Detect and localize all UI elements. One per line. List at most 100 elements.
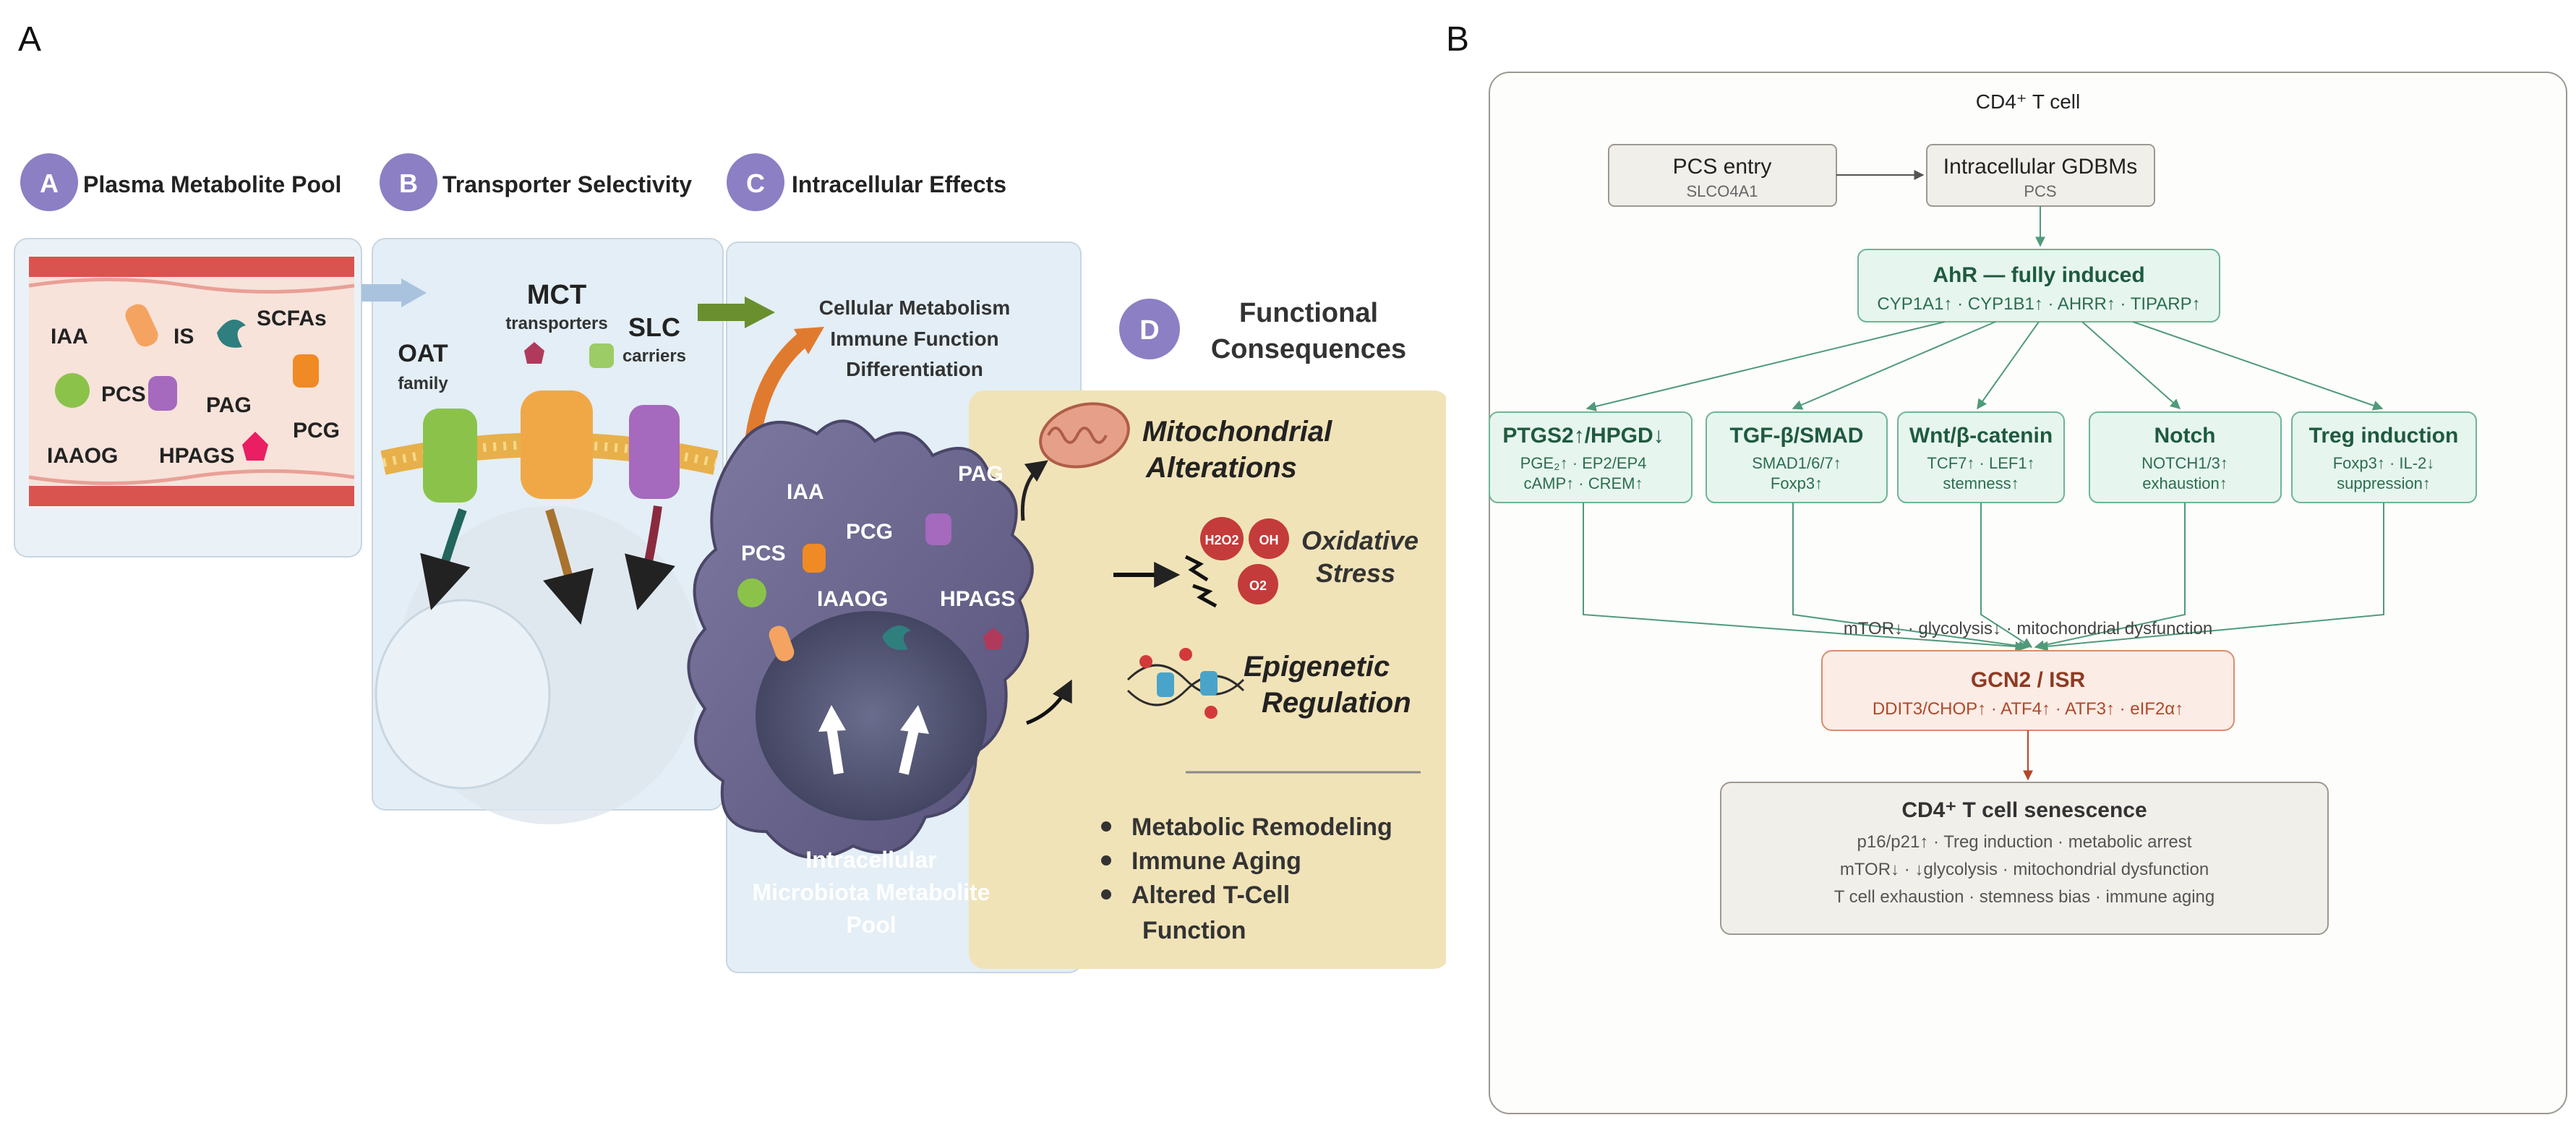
panel-b-frame bbox=[1489, 72, 2567, 1114]
svg-text:Function: Function bbox=[1142, 917, 1246, 944]
pathway-box: Notch NOTCH1/3↑ exhaustion↑ bbox=[2089, 411, 2282, 503]
pathway-box: Treg induction Foxp3↑ · IL-2↓ suppressio… bbox=[2291, 411, 2477, 503]
step-badge bbox=[20, 153, 78, 211]
ahr-box: AhR — fully induced CYP1A1↑ · CYP1B1↑ · … bbox=[1857, 249, 2220, 322]
svg-text:Immune Aging: Immune Aging bbox=[1131, 847, 1301, 875]
mito-label: Alterations bbox=[1145, 452, 1297, 484]
ahr-arrows bbox=[1586, 321, 2384, 411]
gcn2-box: GCN2 / ISR DDIT3/CHOP↑ · ATF4↑ · ATF3↑ ·… bbox=[1821, 650, 2235, 731]
svg-text:Notch: Notch bbox=[2154, 424, 2216, 448]
epigenetic-label: Regulation bbox=[1262, 687, 1411, 719]
transporter-labels: MCT transporters OAT family SLC carriers bbox=[398, 280, 686, 393]
step-badge bbox=[727, 153, 784, 211]
convergence-lines bbox=[1583, 503, 2384, 652]
import-arrow bbox=[543, 508, 594, 625]
svg-text:PTGS2↑/HPGD↓: PTGS2↑/HPGD↓ bbox=[1502, 424, 1664, 448]
cell-nucleus bbox=[756, 611, 987, 821]
svg-text:stemness↑: stemness↑ bbox=[1943, 474, 2019, 492]
svg-text:DDIT3/CHOP↑ · ATF4↑ · ATF3↑ ·: DDIT3/CHOP↑ · ATF4↑ · ATF3↑ · eIF2α↑ bbox=[1873, 699, 2183, 719]
svg-text:Consequences: Consequences bbox=[1211, 334, 1406, 364]
svg-text:suppression↑: suppression↑ bbox=[2337, 474, 2431, 492]
dna-icon bbox=[1126, 648, 1245, 719]
panel-b-label: B bbox=[1446, 20, 1469, 59]
metabolite-label: HPAGS bbox=[159, 444, 234, 468]
svg-text:Pool: Pool bbox=[846, 912, 896, 938]
step-badge bbox=[380, 153, 437, 211]
consequence-bullets: Metabolic Remodeling Immune Aging Altere… bbox=[1101, 813, 1392, 944]
svg-text:Intracellular: Intracellular bbox=[805, 847, 936, 873]
step-a-header: A Plasma Metabolite Pool bbox=[20, 153, 341, 211]
pathway-box: Wnt/β-catenin TCF7↑ · LEF1↑ stemness↑ bbox=[1897, 411, 2065, 503]
svg-text:Transporter Selectivity: Transporter Selectivity bbox=[442, 171, 692, 197]
metabolite-label: IS bbox=[174, 325, 194, 349]
svg-text:Functional: Functional bbox=[1239, 298, 1378, 328]
svg-text:cAMP↑ · CREM↑: cAMP↑ · CREM↑ bbox=[1524, 474, 1643, 492]
svg-text:CYP1A1↑ · CYP1B1↑ · AHRR↑ · TI: CYP1A1↑ · CYP1B1↑ · AHRR↑ · TIPARP↑ bbox=[1877, 294, 2200, 314]
svg-text:Immune Function: Immune Function bbox=[830, 328, 998, 350]
metabolite-shapes bbox=[55, 304, 319, 461]
svg-text:SLCO4A1: SLCO4A1 bbox=[1686, 182, 1758, 200]
mito-label: Mitochondrial bbox=[1142, 416, 1332, 448]
cell-membrane bbox=[380, 342, 719, 503]
metabolite-label: PCG bbox=[293, 419, 340, 443]
panel-b-title: CD4⁺ T cell bbox=[1976, 90, 2080, 113]
svg-text:Altered T-Cell: Altered T-Cell bbox=[1131, 881, 1290, 909]
svg-text:PCS entry: PCS entry bbox=[1673, 155, 1772, 179]
svg-text:Differentiation: Differentiation bbox=[846, 358, 983, 380]
metabolite-label: PCS bbox=[101, 383, 146, 406]
svg-text:Wnt/β-catenin: Wnt/β-catenin bbox=[1909, 424, 2053, 448]
oxidative-label: Oxidative bbox=[1301, 526, 1418, 555]
svg-text:C: C bbox=[746, 168, 765, 198]
metabolite-label: IAAOG bbox=[47, 444, 118, 468]
svg-text:NOTCH1/3↑: NOTCH1/3↑ bbox=[2141, 454, 2228, 472]
svg-text:transporters: transporters bbox=[505, 314, 607, 333]
svg-text:PAG: PAG bbox=[958, 462, 1004, 486]
svg-text:GCN2 / ISR: GCN2 / ISR bbox=[1971, 668, 2086, 692]
svg-text:T cell exhaustion · stemness b: T cell exhaustion · stemness bias · immu… bbox=[1834, 887, 2215, 907]
svg-text:Foxp3↑: Foxp3↑ bbox=[1771, 474, 1823, 492]
metabolite-label: SCFAs bbox=[257, 307, 327, 330]
mito-arrow bbox=[1020, 460, 1048, 521]
svg-text:PCS: PCS bbox=[741, 542, 786, 565]
pool-label: Intracellular Microbiota Metabolite Pool bbox=[753, 847, 990, 938]
svg-text:OAT: OAT bbox=[398, 340, 448, 367]
svg-text:HPAGS: HPAGS bbox=[940, 587, 1015, 611]
import-arrow bbox=[625, 505, 675, 610]
mitochondria-icon bbox=[1039, 402, 1130, 469]
svg-text:B: B bbox=[399, 168, 418, 198]
cell-metabolite-shapes bbox=[737, 513, 1004, 662]
svg-text:SMAD1/6/7↑: SMAD1/6/7↑ bbox=[1752, 454, 1841, 472]
svg-text:SLC: SLC bbox=[628, 312, 680, 342]
pathway-box: TGF-β/SMAD SMAD1/6/7↑ Foxp3↑ bbox=[1706, 411, 1888, 503]
senescence-box: CD4⁺ T cell senescence p16/p21↑ · Treg i… bbox=[1720, 782, 2329, 935]
convergence-label: mTOR↓ · glycolysis↓ · mitochondrial dysf… bbox=[1844, 619, 2212, 638]
svg-text:OH: OH bbox=[1259, 533, 1279, 547]
ros-icons: H2O2 OH O2 bbox=[1184, 517, 1289, 608]
svg-text:Intracellular GDBMs: Intracellular GDBMs bbox=[1943, 155, 2137, 179]
plasma-metabolite-labels: IAA IS SCFAs PCS PAG PCG IAAOG HPAGS bbox=[47, 307, 340, 468]
svg-text:TGF-β/SMAD: TGF-β/SMAD bbox=[1730, 424, 1864, 448]
svg-text:H2O2: H2O2 bbox=[1204, 533, 1238, 547]
svg-text:family: family bbox=[398, 374, 448, 393]
step-d-header: D Functional Consequences bbox=[1119, 298, 1406, 364]
step-c-header: C Intracellular Effects bbox=[727, 153, 1006, 211]
svg-text:Foxp3↑ · IL-2↓: Foxp3↑ · IL-2↓ bbox=[2333, 454, 2435, 472]
svg-text:CD4⁺ T cell senescence: CD4⁺ T cell senescence bbox=[1901, 798, 2147, 822]
epigenetic-label: Epigenetic bbox=[1244, 651, 1390, 683]
svg-text:D: D bbox=[1139, 315, 1159, 346]
svg-text:Intracellular Effects: Intracellular Effects bbox=[792, 171, 1006, 197]
svg-text:Plasma Metabolite Pool: Plasma Metabolite Pool bbox=[83, 171, 341, 197]
nucleus-arrow bbox=[899, 725, 920, 775]
svg-text:TCF7↑ · LEF1↑: TCF7↑ · LEF1↑ bbox=[1927, 454, 2034, 472]
pathway-box: PTGS2↑/HPGD↓ PGE₂↑ · EP2/EP4 cAMP↑ · CRE… bbox=[1489, 411, 1693, 503]
svg-text:MCT: MCT bbox=[527, 280, 586, 310]
svg-text:Treg induction: Treg induction bbox=[2309, 424, 2459, 448]
metabolite-label: PAG bbox=[206, 393, 252, 417]
nucleus-arrow bbox=[826, 725, 844, 775]
svg-text:p16/p21↑ · Treg induction · me: p16/p21↑ · Treg induction · metabolic ar… bbox=[1857, 832, 2192, 852]
step-b-header: B Transporter Selectivity bbox=[380, 153, 692, 211]
effects-text: Cellular Metabolism Immune Function Diff… bbox=[819, 296, 1011, 380]
panel-a: A IAA IS SCFAs PCS PAG PCG IAAOG HPAGS A… bbox=[14, 20, 1446, 973]
panel-a-label: A bbox=[18, 20, 41, 59]
